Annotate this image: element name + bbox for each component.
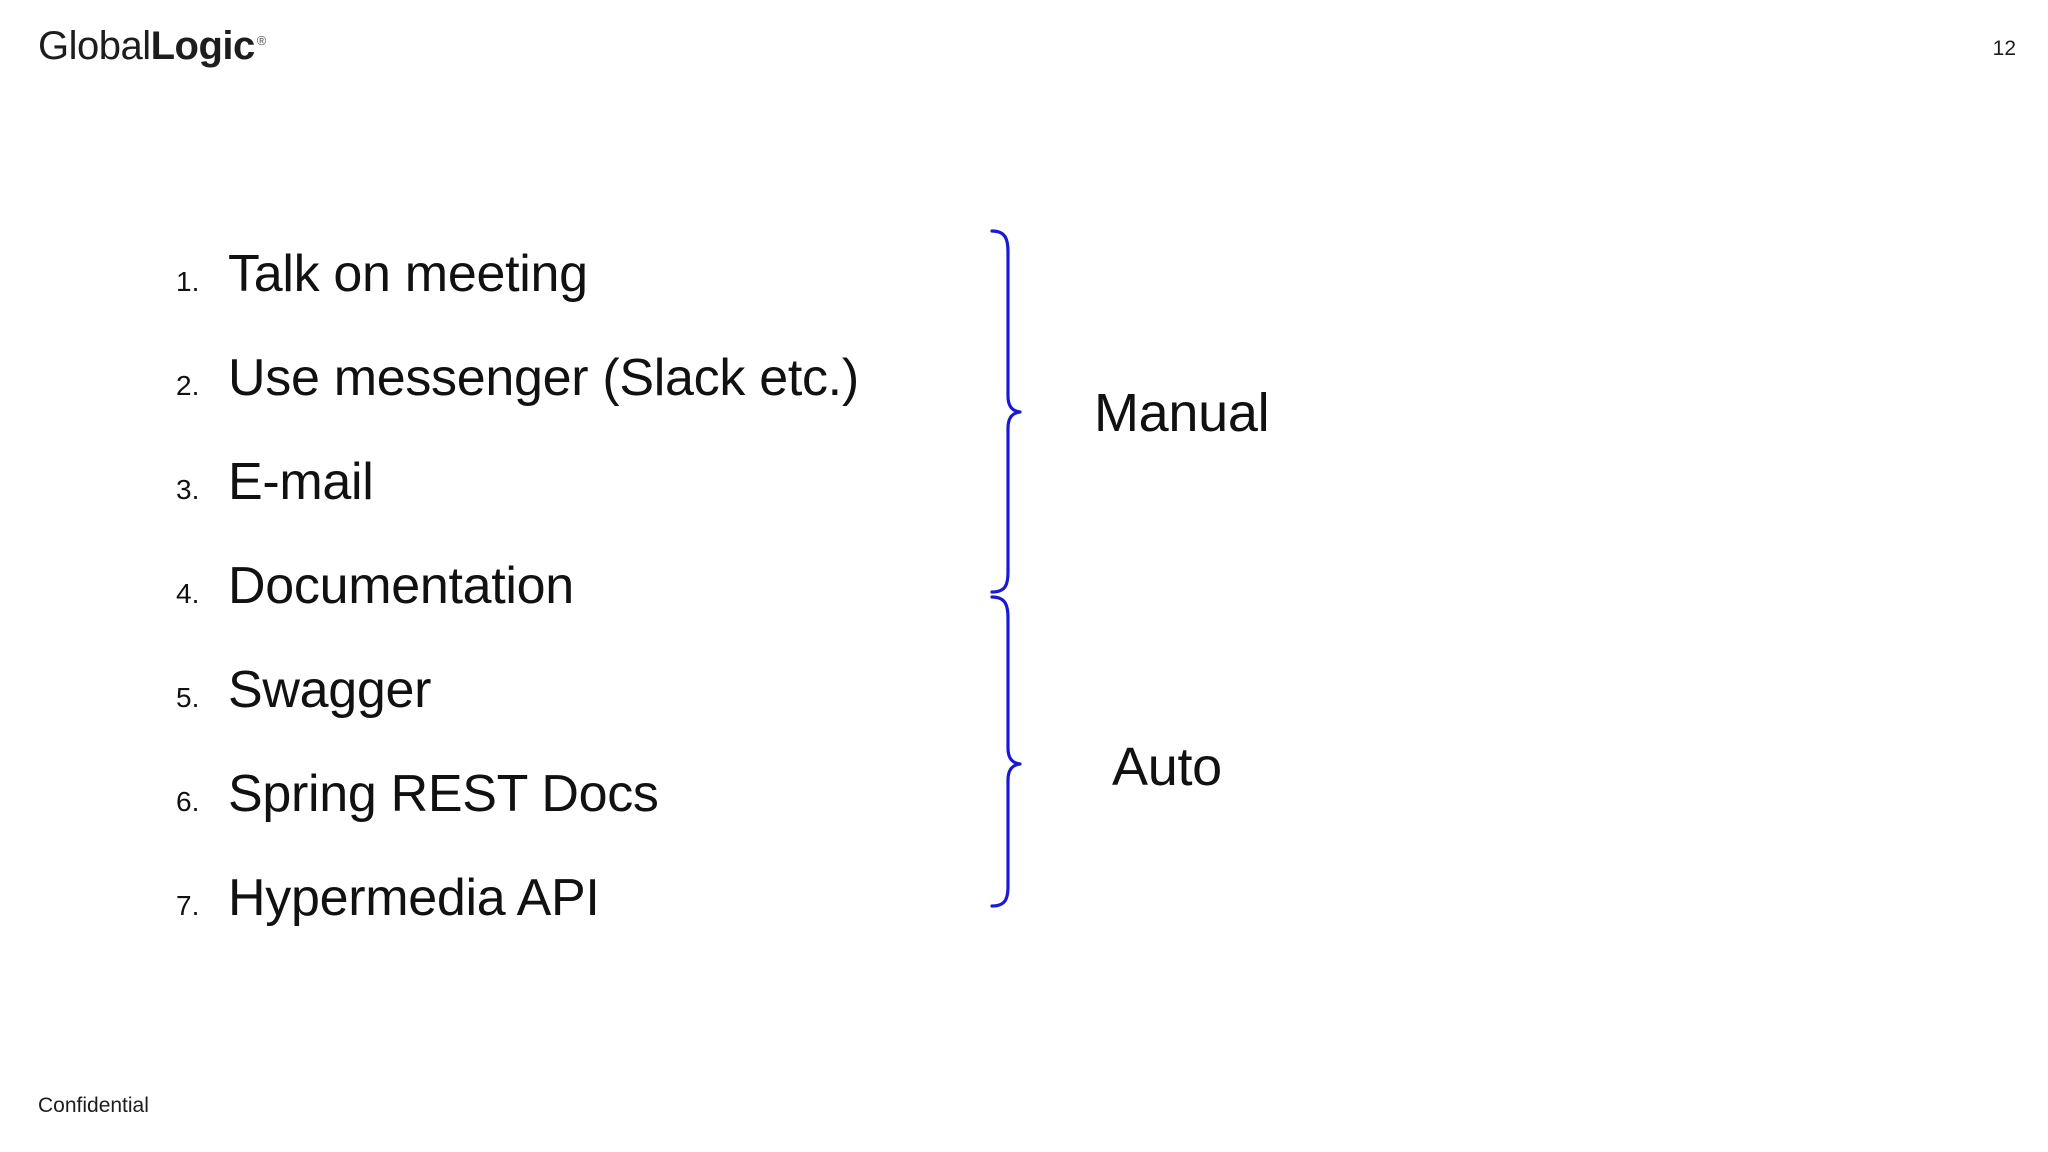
list-item: 3. E-mail [176,456,996,560]
list-item-label: Swagger [228,661,432,719]
list-item-label: Spring REST Docs [228,765,659,823]
footer-confidential: Confidential [38,1094,149,1117]
list-item: 1. Talk on meeting [176,248,996,352]
globallogic-logo: GlobalLogic® [38,26,266,66]
list-item-label: E-mail [228,453,374,511]
list-item: 5. Swagger [176,664,996,768]
list-item-label: Hypermedia API [228,869,600,927]
page-number: 12 [1992,37,2016,60]
list-item: 4. Documentation [176,560,996,664]
group-label-manual: Manual [1094,383,1270,443]
list-item-number: 5. [176,682,200,713]
list-item-number: 3. [176,474,200,505]
list-item-number: 4. [176,578,200,609]
list-item-number: 7. [176,890,200,921]
list-item: 7. Hypermedia API [176,872,996,976]
logo-text-global: Global [38,24,151,68]
list-item-label: Talk on meeting [228,245,588,303]
list-item: 2. Use messenger (Slack etc.) [176,352,996,456]
logo-text-logic: Logic [150,24,256,68]
numbered-list: 1. Talk on meeting 2. Use messenger (Sla… [176,248,996,976]
manual-brace-icon [990,229,1022,594]
list-item-label: Use messenger (Slack etc.) [228,349,859,407]
registered-trademark-icon: ® [256,32,267,48]
list-item-number: 2. [176,370,200,401]
list-item-number: 1. [176,266,200,297]
list-item-label: Documentation [228,557,574,615]
group-label-auto: Auto [1112,737,1222,797]
list-item-number: 6. [176,786,200,817]
auto-brace-icon [990,595,1022,908]
list-item: 6. Spring REST Docs [176,768,996,872]
